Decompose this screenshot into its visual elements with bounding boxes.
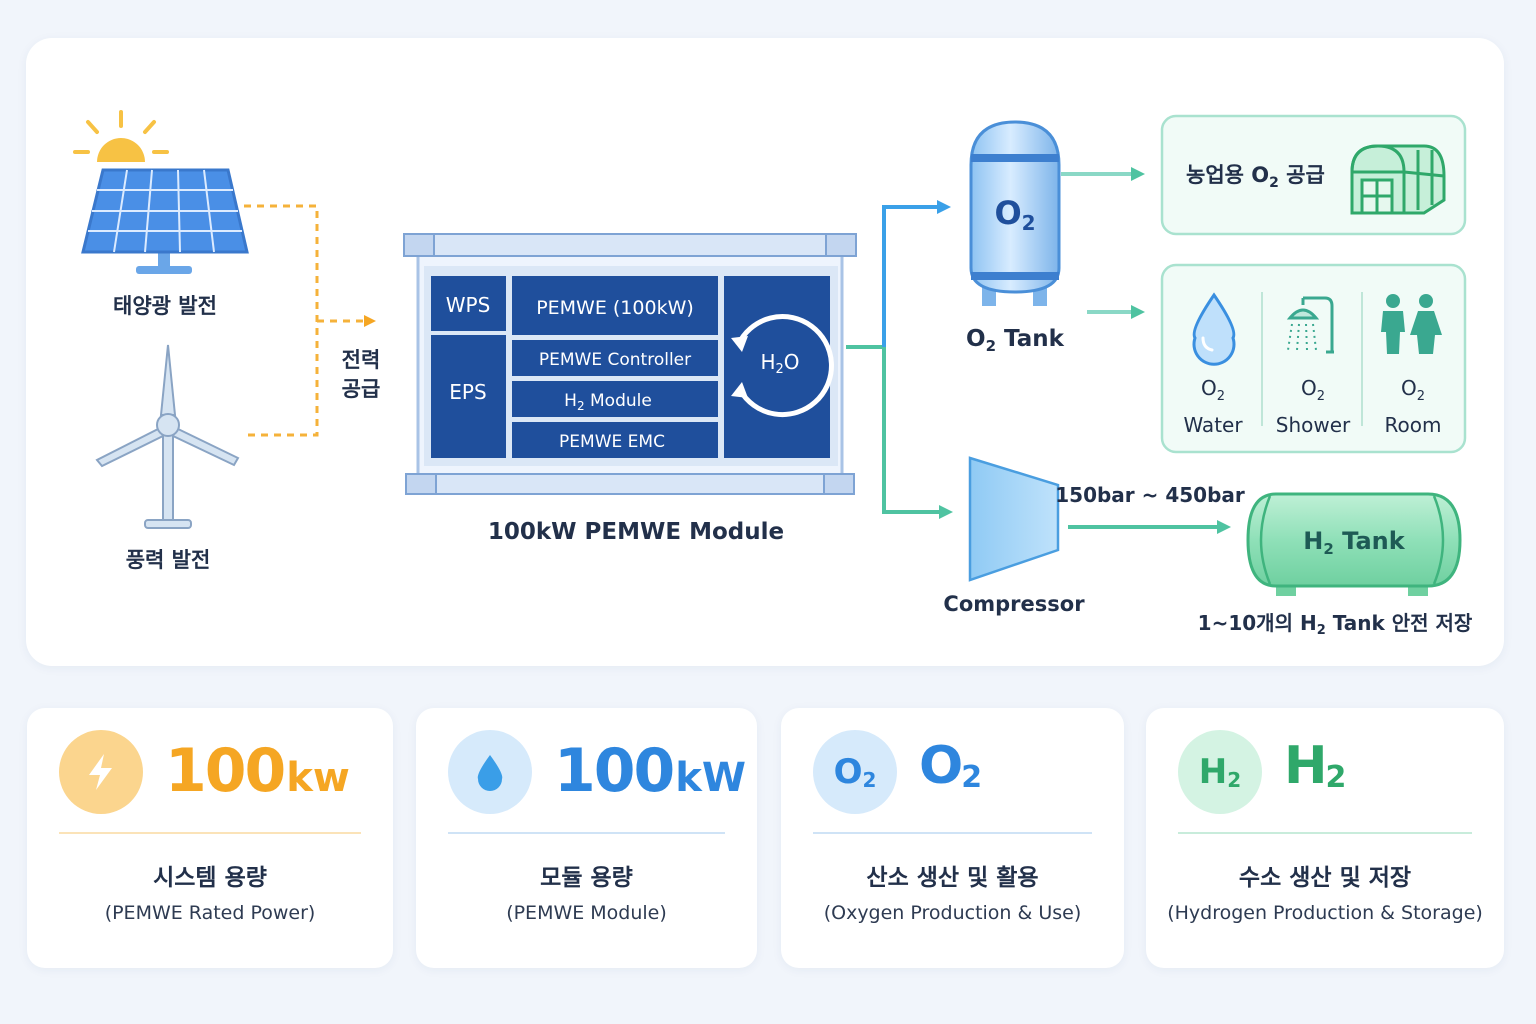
h2-tank-icon: H2 Tank (1246, 492, 1462, 596)
supply-label-line2: 공급 (342, 377, 381, 401)
o2-output-arrows (1061, 167, 1145, 319)
compressor-label: Compressor (943, 592, 1085, 616)
card-title: 산소 생산 및 활용 (866, 865, 1039, 891)
power-supply-lines (244, 204, 376, 437)
o2-use-shower: O2 Shower (1275, 376, 1351, 437)
h2-storage-label: 1~10개의 H2 Tank 안전 저장 (1198, 611, 1473, 638)
card-divider (813, 832, 1092, 834)
module-eps-block: EPS (431, 335, 506, 458)
module-pemwe-block: PEMWE (100kW) (512, 276, 718, 335)
card-divider (1178, 832, 1472, 834)
module-controller-block: PEMWE Controller (512, 340, 718, 376)
card-title: 수소 생산 및 저장 (1238, 865, 1412, 891)
module-caption: 100kW PEMWE Module (488, 519, 784, 545)
shower-icon (1286, 296, 1334, 354)
solar-panel-icon (81, 168, 249, 274)
water-drop-icon (448, 730, 532, 814)
wind-turbine-icon (95, 344, 240, 529)
module-emc-block: PEMWE EMC (512, 422, 718, 458)
card-divider (59, 832, 361, 834)
h2-badge-icon: H2 (1178, 730, 1262, 814)
greenhouse-icon (1350, 144, 1446, 215)
o2-tank-icon: O2 (969, 120, 1061, 306)
svg-text:PEMWE EMC: PEMWE EMC (559, 432, 665, 452)
o2-use-water: O2 Water (1183, 376, 1243, 437)
svg-text:H2 Module: H2 Module (564, 391, 652, 413)
svg-text:O2: O2 (994, 194, 1035, 235)
o2-tank-label: O2 Tank (966, 326, 1065, 355)
card-divider (448, 832, 725, 834)
card-subtitle: (PEMWE Rated Power) (104, 902, 316, 924)
card-title: 시스템 용량 (153, 865, 267, 891)
card-subtitle: (PEMWE Module) (506, 902, 667, 924)
wind-label: 풍력 발전 (126, 548, 211, 572)
svg-text:농업용 O2 공급: 농업용 O2 공급 (1186, 163, 1325, 191)
lightning-icon (59, 730, 143, 814)
card-oxygen: O2 O2 산소 생산 및 활용 (Oxygen Production & Us… (781, 708, 1124, 968)
oxygen-symbol: O2 (919, 736, 982, 796)
supply-label-line1: 전력 (342, 348, 381, 372)
svg-text:H2 Tank: H2 Tank (1303, 527, 1405, 558)
compressor-icon (968, 456, 1060, 582)
svg-text:PEMWE (100kW): PEMWE (100kW) (536, 297, 694, 319)
module-h2-block: H2 Module (512, 381, 718, 417)
pressure-label: 150bar ~ 450bar (1055, 483, 1245, 507)
card-title: 모듈 용량 (540, 865, 633, 891)
svg-text:PEMWE Controller: PEMWE Controller (539, 350, 691, 370)
svg-text:WPS: WPS (446, 293, 491, 317)
o2-badge-icon: O2 (813, 730, 897, 814)
svg-text:EPS: EPS (449, 380, 486, 404)
people-icon (1381, 294, 1442, 354)
module-wps-block: WPS (431, 276, 506, 331)
sun-icon (73, 110, 169, 162)
module-output-lines (846, 200, 953, 519)
o2-use-room: O2 Room (1384, 376, 1442, 437)
water-drop-icon (1192, 292, 1236, 366)
card-subtitle: (Hydrogen Production & Storage) (1167, 902, 1483, 924)
solar-label: 태양광 발전 (113, 294, 217, 318)
module-water-block: H2O (724, 276, 834, 458)
card-hydrogen: H2 H2 수소 생산 및 저장 (Hydrogen Production & … (1146, 708, 1504, 968)
svg-text:H2O: H2O (760, 350, 799, 377)
card-subtitle: (Oxygen Production & Use) (823, 902, 1082, 924)
hydrogen-symbol: H2 (1284, 736, 1346, 796)
